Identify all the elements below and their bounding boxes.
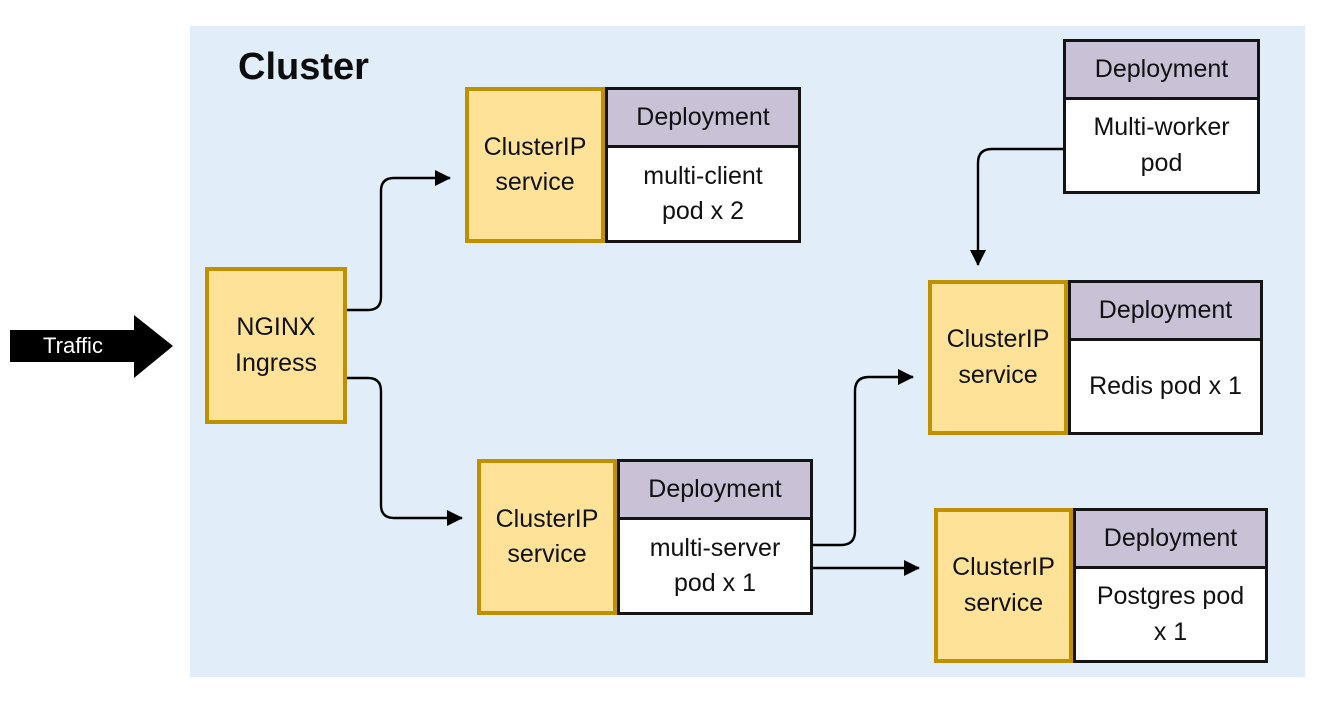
- redis-pod-box: Redis pod x 1: [1089, 371, 1242, 400]
- connector-server-to-redis: [813, 369, 914, 547]
- worker-deployment-header: Deployment: [1066, 42, 1257, 100]
- nginx-ingress-box: NGINX Ingress: [205, 267, 347, 424]
- worker-deployment-box: Deployment Multi-worker pod: [1063, 39, 1260, 194]
- page-title: Cluster: [238, 46, 369, 88]
- client-service-box: ClusterIP service: [465, 87, 605, 243]
- traffic-arrow-icon: [10, 315, 173, 378]
- redis-deployment-header: Deployment: [1071, 283, 1260, 341]
- postgres-service-box: ClusterIP service: [934, 508, 1073, 663]
- server-service-box: ClusterIP service: [477, 459, 617, 615]
- postgres-pod-box: Postgres pod x 1: [1096, 582, 1245, 646]
- traffic-label: Traffic: [43, 333, 103, 358]
- redis-service-box: ClusterIP service: [928, 280, 1068, 435]
- connector-nginx-to-client: [347, 170, 451, 312]
- connector-nginx-to-server: [347, 376, 463, 526]
- postgres-deployment-header: Deployment: [1076, 511, 1265, 569]
- client-deployment-header: Deployment: [608, 90, 798, 148]
- postgres-deployment-box: Deployment Postgres pod x 1: [1073, 508, 1268, 663]
- server-pod-box: multi-server pod x 1: [649, 533, 781, 598]
- server-deployment-box: Deployment multi-server pod x 1: [617, 459, 813, 615]
- client-deployment-box: Deployment multi-client pod x 2: [605, 87, 801, 243]
- connector-worker-to-redis: [970, 147, 1063, 266]
- client-pod-box: multi-client pod x 2: [643, 161, 763, 226]
- worker-pod-box: Multi-worker pod: [1093, 113, 1230, 177]
- server-deployment-header: Deployment: [620, 462, 810, 520]
- redis-deployment-box: Deployment Redis pod x 1: [1068, 280, 1263, 435]
